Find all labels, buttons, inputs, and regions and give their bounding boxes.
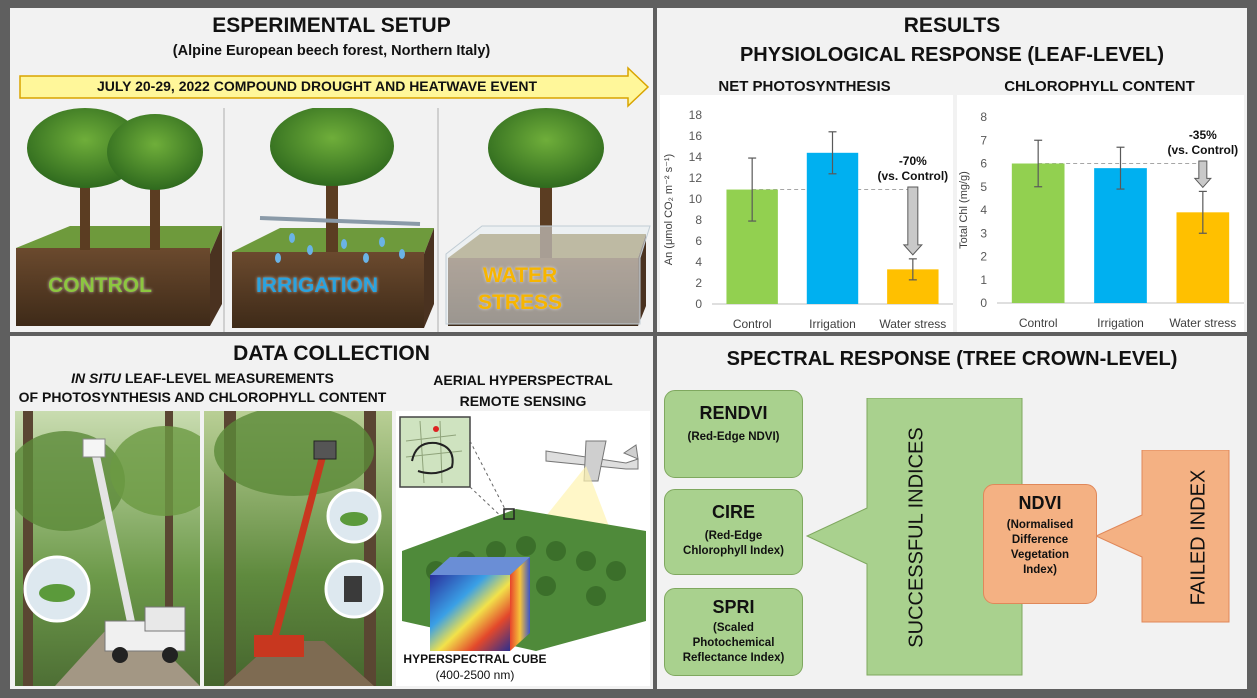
- ndvi-box: NDVI (Normalised Difference Vegetation I…: [983, 484, 1097, 604]
- ndvi-desc-4: Index): [1023, 564, 1057, 576]
- collection-panel: DATA COLLECTION IN SITU LEAF-LEVEL MEASU…: [10, 336, 653, 689]
- insitu-heading-line1: IN SITU LEAF-LEVEL MEASUREMENTS: [10, 369, 395, 387]
- results-title: RESULTS: [903, 14, 1001, 37]
- y-tick-label: 7: [980, 133, 987, 147]
- cire-desc-1: (Red-Edge: [704, 530, 763, 542]
- y-tick-label: 0: [695, 297, 702, 311]
- y-tick-label: 18: [689, 108, 703, 122]
- setup-panel: ESPERIMENTAL SETUP (Alpine European beec…: [10, 8, 653, 332]
- y-tick-label: 2: [980, 250, 987, 264]
- x-tick-label: Water stress: [1169, 316, 1236, 330]
- y-tick-label: 8: [695, 213, 702, 227]
- water-stress-label-2: STRESS: [477, 291, 563, 314]
- water-stress-plot: [445, 108, 651, 326]
- spri-desc-1: (Scaled: [713, 622, 754, 634]
- leaf-level-title: PHYSIOLOGICAL RESPONSE (LEAF-LEVEL): [739, 44, 1165, 66]
- aerial-illustration: [396, 411, 650, 686]
- setup-title: ESPERIMENTAL SETUP: [212, 14, 451, 37]
- chart2-title: CHLOROPHYLL CONTENT: [1004, 78, 1195, 95]
- spectral-panel: SPECTRAL RESPONSE (TREE CROWN-LEVEL) REN…: [657, 336, 1247, 689]
- y-tick-label: 1: [980, 273, 987, 287]
- collection-title: DATA COLLECTION: [233, 342, 430, 365]
- x-tick-label: Water stress: [879, 317, 946, 331]
- x-tick-label: Control: [1019, 316, 1058, 330]
- insitu-heading-line2: OF PHOTOSYNTHESIS AND CHLOROPHYLL CONTEN…: [18, 389, 387, 405]
- setup-subtitle: (Alpine European beech forest, Northern …: [172, 43, 491, 59]
- chart1-area: 0 2 4 6 8 10 12 14 16 18 An (μmol CO₂ m⁻² s⁻¹) Cont…: [660, 95, 953, 332]
- water-stress-label-1: WATER: [482, 264, 558, 287]
- annotation-percent: -70%: [899, 154, 927, 168]
- cube-range: (400-2500 nm): [435, 668, 515, 682]
- control-plot: [16, 108, 222, 326]
- failed-label: FAILED INDEX: [1187, 469, 1210, 606]
- y-tick-label: 10: [689, 192, 703, 206]
- y-tick-label: 14: [689, 150, 703, 164]
- cire-name: CIRE: [711, 502, 755, 522]
- insitu-photo-spider-lift: [204, 411, 392, 686]
- aerial-heading-line1: AERIAL HYPERSPECTRAL: [433, 372, 613, 388]
- cire-desc-2: Chlorophyll Index): [683, 545, 784, 557]
- y-tick-label: 4: [695, 255, 702, 269]
- y-tick-label: 2: [695, 276, 702, 290]
- net-photosynthesis-chart: 0 2 4 6 8 10 12 14 16 18 An (μmol CO₂ m⁻² s⁻¹) Cont…: [663, 108, 953, 331]
- x-tick-label: Irrigation: [1097, 316, 1144, 330]
- insitu-rest: LEAF-LEVEL MEASUREMENTS: [120, 370, 334, 386]
- y-tick-label: 8: [980, 110, 987, 124]
- spri-desc-3: Reflectance Index): [682, 652, 785, 664]
- y-tick-label: 6: [980, 157, 987, 171]
- results-panel: RESULTS PHYSIOLOGICAL RESPONSE (LEAF-LEV…: [657, 8, 1247, 332]
- hyperspectral-cube-icon: [430, 557, 530, 651]
- spri-desc-2: Photochemical: [692, 637, 775, 649]
- failed-arrow: [1094, 450, 1230, 623]
- rendvi-desc: (Red-Edge NDVI): [687, 431, 780, 443]
- airplane-icon: [545, 440, 639, 482]
- cube-label: HYPERSPECTRAL CUBE: [403, 652, 547, 666]
- y-tick-label: 4: [980, 203, 987, 217]
- event-arrow: [19, 66, 650, 108]
- event-label: JULY 20-29, 2022 COMPOUND DROUGHT AND HE…: [96, 78, 538, 94]
- bar-irrigation: [806, 152, 859, 304]
- crown-level-title: SPECTRAL RESPONSE (TREE CROWN-LEVEL): [726, 348, 1178, 370]
- annotation-reference: (vs. Control): [877, 169, 948, 183]
- irrigation-plot: [232, 108, 434, 328]
- y-tick-label: 0: [980, 296, 987, 310]
- ndvi-desc-1: (Normalised: [1006, 519, 1074, 531]
- successful-arrow: [805, 398, 1023, 676]
- rendvi-name: RENDVI: [699, 403, 768, 423]
- spri-box: SPRI (Scaled Photochemical Reflectance I…: [664, 588, 803, 676]
- y-tick-label: 16: [689, 129, 703, 143]
- ndvi-desc-2: Difference: [1011, 534, 1069, 546]
- cire-box: CIRE (Red-Edge Chlorophyll Index): [664, 489, 803, 575]
- successful-label: SUCCESSFUL INDICES: [905, 427, 928, 648]
- annotation-reference: (vs. Control): [1167, 143, 1238, 157]
- y-axis-label: An (μmol CO₂ m⁻² s⁻¹): [663, 154, 675, 265]
- y-tick-label: 12: [689, 171, 703, 185]
- y-tick-label: 6: [695, 234, 702, 248]
- decrease-arrow-icon: [902, 186, 923, 256]
- decrease-arrow-icon: [1193, 160, 1212, 189]
- irrigation-label: IRRIGATION: [255, 274, 379, 297]
- ndvi-name: NDVI: [1018, 493, 1062, 513]
- aerial-heading-line2: REMOTE SENSING: [459, 393, 587, 409]
- annotation-percent: -35%: [1189, 128, 1217, 142]
- y-tick-label: 5: [980, 180, 987, 194]
- x-tick-label: Irrigation: [809, 317, 856, 331]
- spri-name: SPRI: [712, 597, 755, 617]
- y-axis-label: Total Chl (mg/g): [958, 171, 970, 249]
- y-tick-label: 3: [980, 226, 987, 240]
- control-label: CONTROL: [48, 274, 152, 297]
- insitu-italic: IN SITU: [71, 370, 121, 386]
- bar-irrigation: [1094, 168, 1147, 303]
- ndvi-desc-3: Vegetation: [1010, 549, 1070, 561]
- x-tick-label: Control: [733, 317, 772, 331]
- rendvi-box: RENDVI (Red-Edge NDVI): [664, 390, 803, 478]
- chart1-title: NET PHOTOSYNTHESIS: [718, 78, 891, 95]
- treatment-scenes: [16, 108, 651, 332]
- insitu-photo-truck: [15, 411, 200, 686]
